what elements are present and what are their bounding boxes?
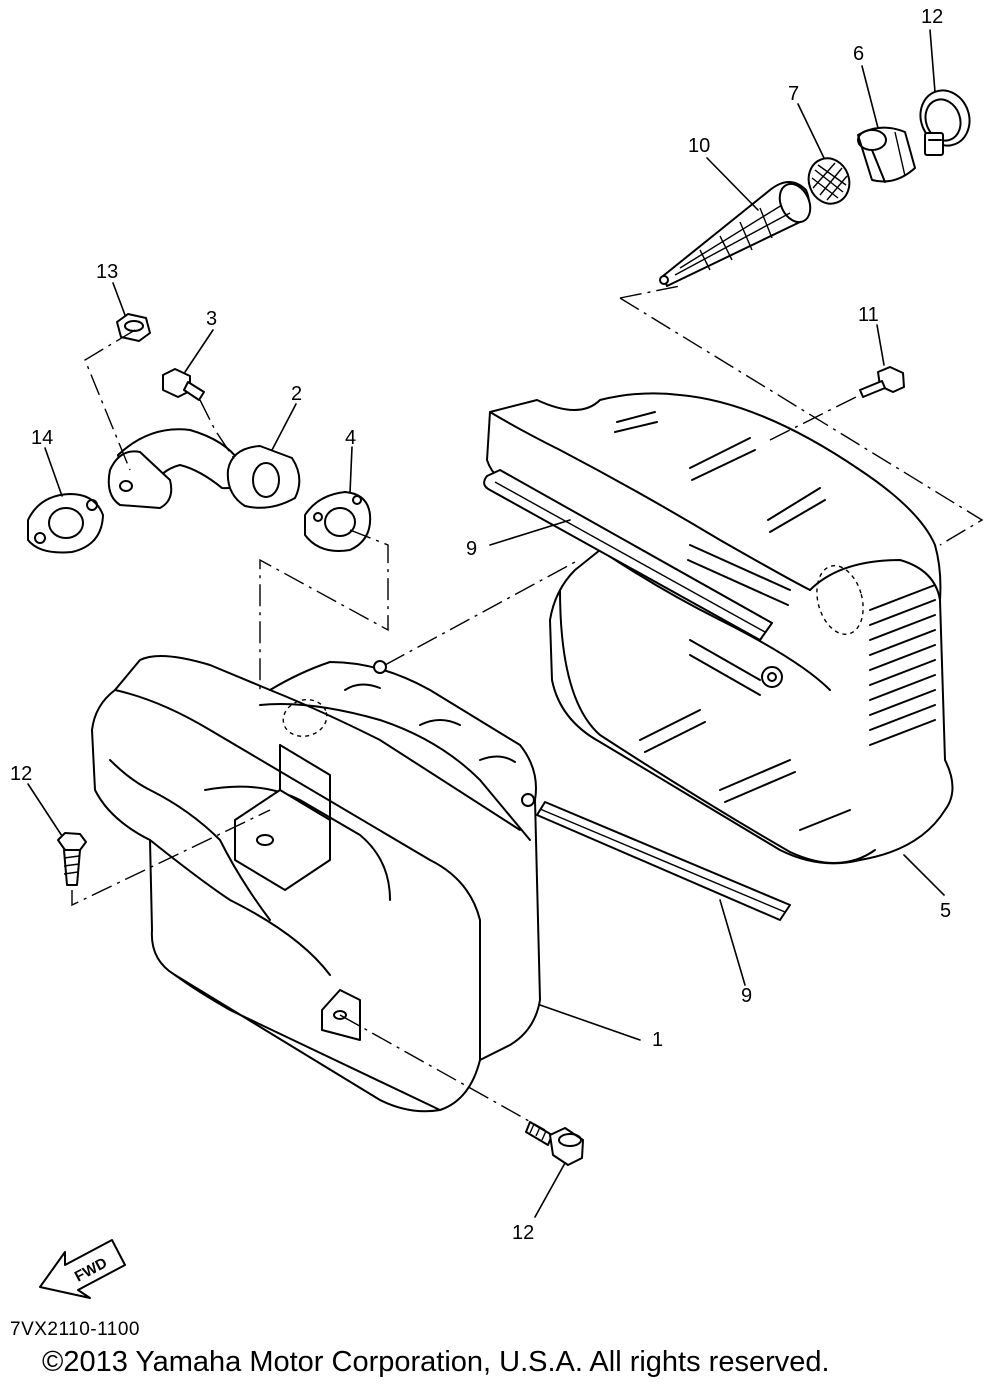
callout-9-upper: 9 — [466, 538, 477, 560]
callout-10: 10 — [688, 135, 710, 157]
part-4-gasket — [304, 491, 372, 552]
part-7-screen — [807, 157, 851, 205]
callout-labels: 12 6 7 10 11 13 3 2 4 14 9 12 5 1 9 12 — [10, 6, 951, 1244]
copyright-notice: ©2013 Yamaha Motor Corporation, U.S.A. A… — [42, 1346, 830, 1378]
part-2-exhaust-pipe — [107, 428, 301, 509]
callout-3: 3 — [206, 308, 217, 330]
part-3-bolt — [162, 368, 205, 401]
diagram-id: 7VX2110-1100 — [10, 1319, 140, 1340]
callout-4: 4 — [345, 427, 356, 449]
callout-12-bottom: 12 — [512, 1222, 534, 1244]
callout-8: 12 — [921, 6, 943, 28]
part-5-heat-shield — [486, 392, 954, 865]
assembly-lines — [71, 285, 984, 1131]
callout-1: 1 — [652, 1029, 663, 1051]
part-6-holder — [857, 126, 916, 183]
callout-9-lower: 9 — [741, 985, 752, 1007]
callout-7: 7 — [788, 83, 799, 105]
callout-14: 14 — [31, 427, 53, 449]
part-12-bolt-left — [57, 832, 87, 886]
part-11-screw — [859, 366, 905, 398]
callout-12-left: 12 — [10, 763, 32, 785]
part-13-nut — [116, 313, 151, 342]
callout-5: 5 — [940, 900, 951, 922]
part-9-strip-upper — [483, 469, 773, 641]
part-1-muffler — [91, 655, 541, 1113]
part-8-clamp — [919, 89, 971, 156]
fwd-arrow-icon: FWD — [39, 1239, 126, 1299]
callout-11: 11 — [858, 304, 879, 326]
part-14-gasket — [27, 493, 104, 554]
part-10-spark-arrester — [659, 181, 812, 287]
part-12-bolt-bottom — [525, 1121, 584, 1166]
callout-6: 6 — [853, 43, 864, 65]
callout-2: 2 — [291, 383, 302, 405]
callout-13: 13 — [96, 261, 118, 283]
part-9-strip-lower — [536, 801, 791, 921]
leader-lines — [27, 29, 945, 1218]
